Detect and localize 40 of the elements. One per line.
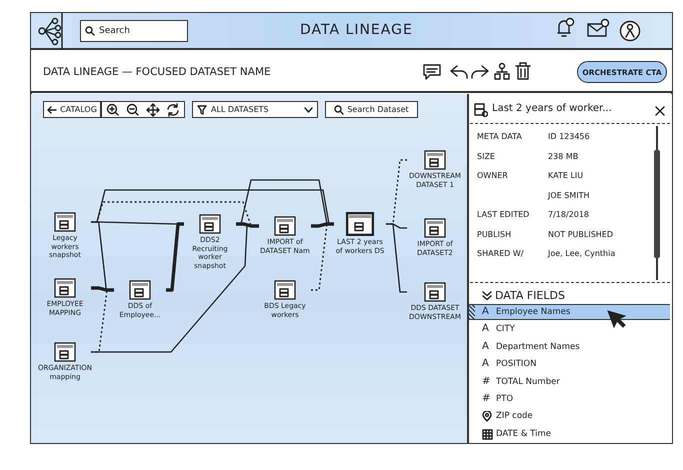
field-name: Department Names xyxy=(496,342,580,352)
page-title: DATA LINEAGE xyxy=(300,22,413,38)
metadata-value: KATE LIU xyxy=(548,171,584,180)
metadata-label: LAST EDITED xyxy=(477,210,530,219)
connector-line xyxy=(311,222,334,228)
field-type-symbol: A xyxy=(482,358,489,370)
connector-line xyxy=(386,223,407,293)
catalog-button: CATALOG xyxy=(43,101,101,118)
field-type-symbol: # xyxy=(482,376,490,387)
field-name: POSITION xyxy=(496,359,536,370)
field-name: Employee Names xyxy=(496,307,570,317)
metadata-label: PUBLISH xyxy=(477,230,512,238)
field-name: DATE & Time xyxy=(496,428,551,439)
field-type-symbol: A xyxy=(482,306,489,317)
field-name: PTO xyxy=(496,394,514,404)
field-name: TOTAL Number xyxy=(496,376,560,387)
connector-line xyxy=(236,222,259,228)
dataset-search-field: Search Dataset xyxy=(325,101,418,118)
panel-title: Last 2 years of worker... xyxy=(492,103,612,114)
field-type-symbol: A xyxy=(482,340,489,352)
metadata-label: SIZE xyxy=(477,152,495,160)
metadata-value: JOE SMITH xyxy=(548,190,590,200)
metadata-value: NOT PUBLISHED xyxy=(548,230,614,238)
field-type-symbol: # xyxy=(482,393,490,404)
dataset-filter-dropdown: ALL DATASETS xyxy=(192,101,318,118)
metadata-value: 238 MB xyxy=(548,152,578,160)
metadata-value: 7/18/2018 xyxy=(548,210,590,219)
connector-line xyxy=(166,222,184,292)
page-heading: DATA LINEAGE — FOCUSED DATASET NAME xyxy=(43,66,271,78)
metadata-value: Joe, Lee, Cynthia xyxy=(548,249,616,258)
search-field: Search xyxy=(80,20,188,42)
field-type-symbol: A xyxy=(482,323,489,334)
section-heading: DATA FIELDS xyxy=(495,289,565,302)
metadata-label: SHARED W/ xyxy=(477,249,524,258)
metadata-label: META DATA xyxy=(477,132,522,141)
field-name: ZIP code xyxy=(496,411,533,422)
metadata-value: ID 123456 xyxy=(548,132,590,141)
metadata-label: OWNER xyxy=(477,171,508,180)
field-name: CITY xyxy=(496,324,515,334)
connector-line xyxy=(91,286,114,292)
